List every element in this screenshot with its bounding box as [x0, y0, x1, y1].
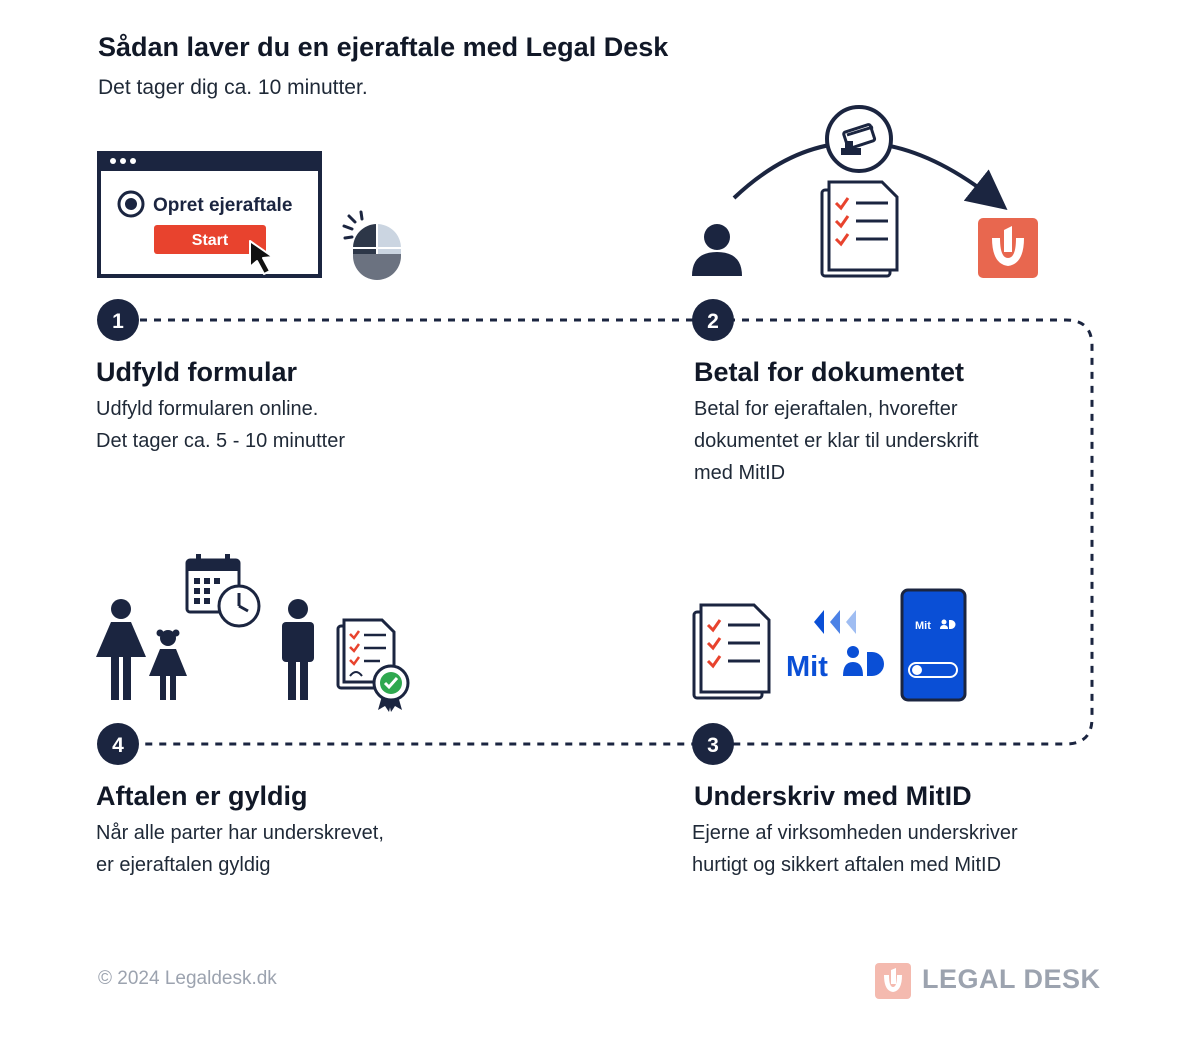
man-icon — [282, 599, 314, 700]
step-2-description-line: med MitID — [694, 462, 786, 484]
svg-text:1: 1 — [112, 310, 124, 333]
step-4-title: Aftalen er gyldig — [96, 781, 308, 811]
svg-text:Mit: Mit — [786, 651, 828, 683]
step-2-description-line: Betal for ejeraftalen, hvorefter — [694, 398, 958, 420]
start-button-label: Start — [192, 232, 229, 249]
woman-icon — [96, 599, 146, 700]
legal-desk-logo-icon — [978, 218, 1038, 278]
payment-flow-illustration — [692, 105, 1038, 278]
agreement-valid-illustration — [96, 554, 410, 712]
step-2-number-badge: 2 — [692, 299, 734, 341]
step-3-description-line: hurtigt og sikkert aftalen med MitID — [692, 854, 1002, 876]
svg-text:Mit: Mit — [915, 620, 931, 632]
step-3-title: Underskriv med MitID — [694, 781, 972, 811]
brand-name: LEGAL DESK — [922, 964, 1101, 994]
copyright-notice: © 2024 Legaldesk.dk — [98, 968, 277, 989]
option-label: Opret ejeraftale — [153, 195, 292, 216]
document-checklist-icon — [692, 603, 771, 700]
step-4-description: Når alle parter har underskrevet, er eje… — [96, 817, 384, 881]
step-2-description: Betal for ejeraftalen, hvorefter dokumen… — [694, 393, 979, 489]
step-3-description: Ejerne af virksomheden underskriver hurt… — [692, 817, 1018, 881]
document-checklist-icon — [820, 180, 899, 278]
legal-desk-brand-logo — [875, 963, 911, 999]
step-2-title: Betal for dokumentet — [694, 357, 965, 387]
step-4-description-line: Når alle parter har underskrevet, — [96, 822, 384, 844]
calendar-clock-icon — [185, 554, 261, 628]
start-button — [154, 225, 266, 254]
step-1-description: Udfyld formularen online. Det tager ca. … — [96, 393, 345, 457]
step-3-number-badge: 3 — [692, 723, 734, 765]
cursor-icon — [249, 240, 274, 275]
svg-text:2: 2 — [707, 310, 719, 333]
step-4-number-badge: 4 — [97, 723, 139, 765]
mitid-phone-icon: Mit — [900, 588, 967, 702]
mitid-signing-illustration: Mit Mit — [692, 588, 967, 702]
process-path — [140, 318, 1094, 746]
svg-text:3: 3 — [707, 734, 719, 757]
credit-card-icon — [825, 105, 893, 173]
step-1-title: Udfyld formular — [96, 357, 298, 387]
svg-text:4: 4 — [112, 734, 124, 757]
step-1-number-badge: 1 — [97, 299, 139, 341]
step-2-description-line: dokumentet er klar til underskrift — [694, 430, 979, 452]
step-4-description-line: er ejeraftalen gyldig — [96, 854, 271, 876]
mouse-click-icon — [342, 210, 401, 280]
chevrons-left-icon — [814, 610, 856, 634]
radio-icon — [117, 190, 145, 218]
page-subtitle: Det tager dig ca. 10 minutter. — [98, 76, 368, 99]
page-title: Sådan laver du en ejeraftale med Legal D… — [98, 32, 669, 62]
certified-document-icon — [336, 618, 410, 712]
step-1-description-line: Det tager ca. 5 - 10 minutter — [96, 430, 346, 452]
girl-icon — [149, 629, 187, 700]
browser-window-illustration: Opret ejeraftale Start — [97, 151, 322, 278]
mitid-logo: Mit — [786, 646, 884, 683]
step-3-description-line: Ejerne af virksomheden underskriver — [692, 822, 1018, 844]
person-icon — [692, 224, 742, 276]
step-1-description-line: Udfyld formularen online. — [96, 398, 319, 420]
